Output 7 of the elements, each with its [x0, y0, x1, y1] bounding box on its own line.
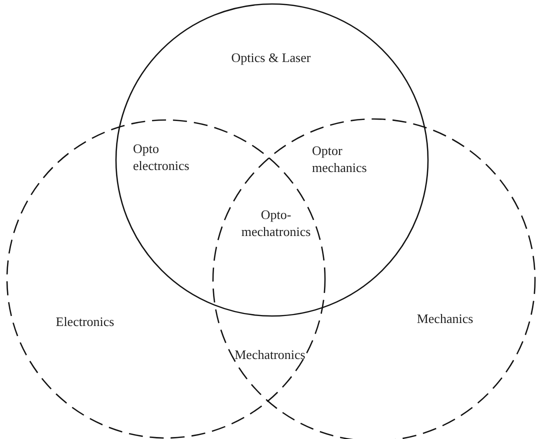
- circle-label: Electronics: [54, 313, 116, 330]
- region-label: Mechatronics: [234, 346, 306, 363]
- circle-label: Optics & Laser: [230, 49, 312, 66]
- circle-label: Mechanics: [416, 310, 474, 327]
- region-label: Optor mechanics: [312, 142, 368, 176]
- region-label: Opto electronics: [133, 140, 190, 174]
- region-label: Opto- mechatronics: [240, 206, 312, 240]
